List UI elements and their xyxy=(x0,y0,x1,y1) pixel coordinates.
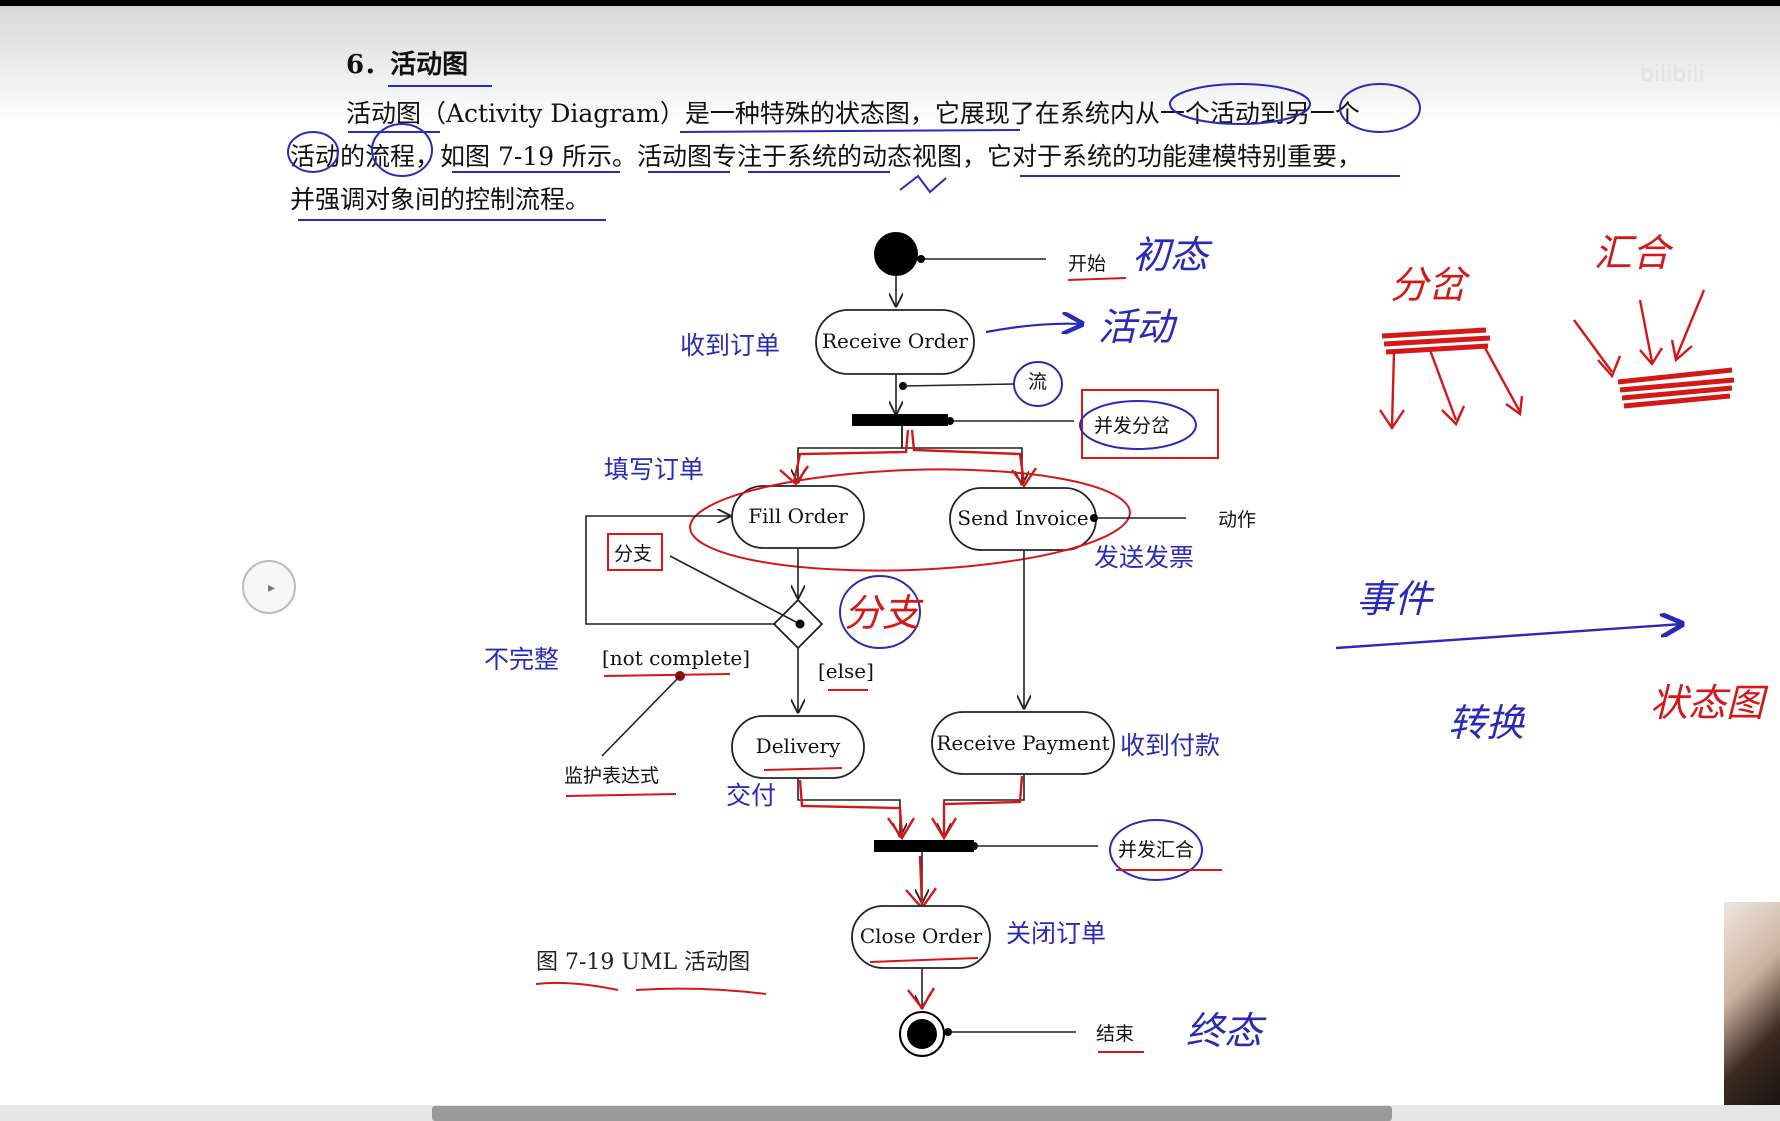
scrollbar-thumb[interactable] xyxy=(432,1106,1392,1121)
guard-expression-label: 监护表达式 xyxy=(564,765,659,787)
fill-order-label: Fill Order xyxy=(748,504,848,528)
guard-underline xyxy=(604,674,730,676)
send-invoice-label: Send Invoice xyxy=(957,506,1088,530)
fork-red-arrowheads xyxy=(780,466,1036,486)
guard-not-complete: [not complete] xyxy=(602,646,750,670)
activity-arrow xyxy=(986,324,1082,332)
final-node xyxy=(907,1019,937,1049)
activity-handwriting: 活动 xyxy=(1098,305,1178,349)
join-label: 并发汇合 xyxy=(1118,839,1194,861)
receive-order-label: Receive Order xyxy=(822,329,968,353)
state-diagram-handwriting: 状态图 xyxy=(1650,681,1769,725)
edge-payment-join xyxy=(944,774,1024,836)
end-label: 结束 xyxy=(1096,1023,1134,1045)
fill-order-cn: 填写订单 xyxy=(604,455,704,484)
start-label: 开始 xyxy=(1068,253,1106,275)
delivery-cn: 交付 xyxy=(726,781,776,810)
paragraph-pen-marks xyxy=(288,84,1420,220)
branch-pointer xyxy=(670,556,796,622)
flow-pointer xyxy=(903,384,1014,386)
delivery-label: Delivery xyxy=(756,734,841,758)
guard-pointer xyxy=(602,676,680,756)
event-transition-sketch: 事件 转换 状态图 xyxy=(1336,577,1769,745)
caption-underline xyxy=(536,983,766,994)
join-handwriting: 汇合 xyxy=(1594,231,1674,275)
decision-dot xyxy=(796,620,805,629)
start-pointer-dot xyxy=(917,255,925,263)
mouse-cursor: ▸ xyxy=(242,560,296,614)
branch-handwriting: 分支 xyxy=(844,591,924,635)
figure-caption: 图 7-19 UML 活动图 xyxy=(536,944,750,976)
edge-fork-send xyxy=(902,426,1022,484)
fork-red-trace xyxy=(794,430,1024,482)
join-sketch: 汇合 xyxy=(1574,231,1734,406)
branch-label: 分支 xyxy=(614,543,652,565)
close-order-cn: 关闭订单 xyxy=(1006,919,1106,948)
close-order-label: Close Order xyxy=(860,924,983,948)
fork-label: 并发分岔 xyxy=(1094,415,1170,437)
receive-order-cn: 收到订单 xyxy=(680,331,780,360)
cursor-arrow-icon: ▸ xyxy=(268,580,275,596)
final-handwriting: 终态 xyxy=(1186,1009,1267,1053)
flow-label: 流 xyxy=(1028,371,1047,393)
fork-bar xyxy=(852,414,948,426)
initial-handwriting: 初态 xyxy=(1132,233,1213,277)
guard-else: [else] xyxy=(818,659,874,683)
receive-payment-label: Receive Payment xyxy=(936,731,1109,755)
guard-expression-underline xyxy=(566,794,676,796)
action-label: 动作 xyxy=(1218,509,1256,531)
transition-handwriting: 转换 xyxy=(1448,701,1526,745)
not-complete-cn: 不完整 xyxy=(484,645,559,674)
send-invoice-cn: 发送发票 xyxy=(1094,543,1194,572)
join-bar xyxy=(874,840,974,852)
final-red-arrowhead xyxy=(908,988,934,1008)
initial-node xyxy=(874,232,918,276)
join-red-arrowheads xyxy=(888,818,956,838)
webcam-overlay xyxy=(1724,902,1780,1105)
fork-pointer-dot xyxy=(946,417,954,425)
join-red-trace xyxy=(800,776,1022,836)
fork-handwriting: 分岔 xyxy=(1390,263,1471,307)
fork-sketch: 分岔 xyxy=(1380,263,1522,428)
event-handwriting: 事件 xyxy=(1356,577,1435,621)
start-underline xyxy=(1068,278,1126,280)
receive-payment-cn: 收到付款 xyxy=(1120,731,1220,760)
join-close-red-trace xyxy=(906,856,936,908)
